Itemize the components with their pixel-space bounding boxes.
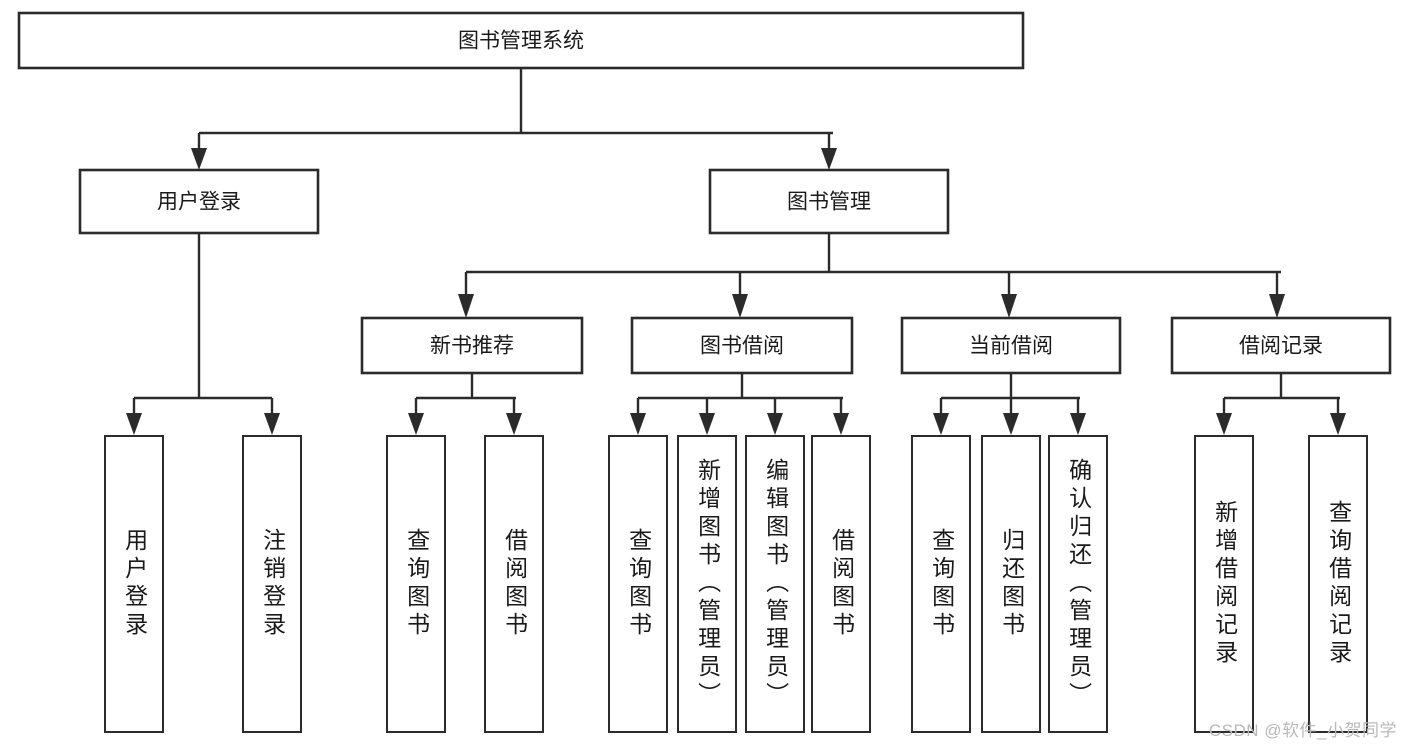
leaf-node-query-record-label: 查询借阅记录 — [1325, 500, 1352, 668]
arrow-head-icon — [1269, 294, 1285, 318]
edge-borrow-record-to-leaves — [1216, 373, 1346, 435]
edge-new-book-recommend-to-leaves — [408, 373, 522, 435]
node-current-borrow[interactable]: 当前借阅 — [900, 316, 1122, 375]
node-book-management-box[interactable] — [708, 168, 950, 235]
leaf-node-logout-login[interactable]: 注销登录 — [242, 435, 302, 733]
arrow-head-icon — [126, 413, 142, 435]
leaf-node-add-book[interactable]: 新增图书（管理员） — [677, 435, 737, 733]
arrow-head-icon — [699, 413, 715, 435]
leaf-node-add-record[interactable]: 新增借阅记录 — [1194, 435, 1254, 733]
leaf-node-confirm-return[interactable]: 确认归还（管理员） — [1048, 435, 1108, 733]
node-current-borrow-label: 当前借阅 — [969, 335, 1053, 358]
leaf-node-edit-book-label: 编辑图书（管理员） — [762, 458, 789, 710]
node-root[interactable]: 图书管理系统 — [17, 11, 1025, 70]
node-user-login-box[interactable] — [78, 168, 320, 235]
arrow-head-icon — [933, 413, 949, 435]
node-book-borrow-label: 图书借阅 — [700, 335, 784, 358]
edge-user-login-to-leaves — [126, 233, 280, 435]
node-book-borrow-box[interactable] — [630, 316, 854, 375]
leaf-node-add-record-label: 新增借阅记录 — [1211, 500, 1238, 668]
leaf-node-confirm-return-label: 确认归还（管理员） — [1065, 458, 1092, 710]
leaf-node-query-book-1[interactable]: 查询图书 — [386, 435, 446, 733]
leaf-node-logout-login-label: 注销登录 — [259, 528, 286, 640]
arrow-head-icon — [833, 413, 849, 435]
node-new-book-recommend-box[interactable] — [360, 316, 584, 375]
arrow-head-icon — [821, 148, 837, 170]
leaf-node-borrow-book-2[interactable]: 借阅图书 — [811, 435, 871, 733]
arrow-head-icon — [767, 413, 783, 435]
node-borrow-record[interactable]: 借阅记录 — [1170, 316, 1392, 375]
node-book-borrow[interactable]: 图书借阅 — [630, 316, 854, 375]
node-book-management[interactable]: 图书管理 — [708, 168, 950, 235]
arrow-head-icon — [1216, 413, 1232, 435]
edge-root-to-level2 — [191, 68, 837, 170]
leaf-node-query-book-1-label: 查询图书 — [403, 528, 430, 640]
node-root-box[interactable] — [17, 11, 1025, 70]
arrow-head-icon — [191, 148, 207, 170]
leaf-node-query-book-2-label: 查询图书 — [625, 528, 652, 640]
leaf-node-query-record[interactable]: 查询借阅记录 — [1308, 435, 1368, 733]
node-user-login-label: 用户登录 — [157, 191, 241, 214]
node-root-label: 图书管理系统 — [458, 30, 584, 53]
arrow-head-icon — [1003, 413, 1019, 435]
leaf-node-query-book-3[interactable]: 查询图书 — [911, 435, 971, 733]
node-new-book-recommend[interactable]: 新书推荐 — [360, 316, 584, 375]
leaf-node-add-book-label: 新增图书（管理员） — [694, 458, 721, 710]
node-new-book-recommend-label: 新书推荐 — [430, 335, 514, 358]
leaf-node-borrow-book-1[interactable]: 借阅图书 — [484, 435, 544, 733]
leaf-node-return-book-label: 归还图书 — [998, 528, 1025, 640]
arrow-head-icon — [408, 413, 424, 435]
leaf-node-query-book-2[interactable]: 查询图书 — [608, 435, 668, 733]
edge-current-borrow-to-leaves — [933, 373, 1086, 435]
arrow-head-icon — [1001, 294, 1017, 318]
arrow-head-icon — [630, 413, 646, 435]
leaf-node-return-book[interactable]: 归还图书 — [981, 435, 1041, 733]
leaf-node-borrow-book-2-label: 借阅图书 — [828, 528, 855, 640]
leaf-node-borrow-book-1-label: 借阅图书 — [501, 528, 528, 640]
node-borrow-record-label: 借阅记录 — [1239, 335, 1323, 358]
arrow-head-icon — [458, 294, 474, 318]
leaf-node-user-login-label: 用户登录 — [121, 528, 148, 640]
edge-book-management-to-level3 — [458, 233, 1285, 318]
arrow-head-icon — [264, 413, 280, 435]
edge-book-borrow-to-leaves — [630, 373, 849, 435]
leaf-node-query-book-3-label: 查询图书 — [928, 528, 955, 640]
arrow-head-icon — [732, 294, 748, 318]
arrow-head-icon — [1070, 413, 1086, 435]
leaf-node-edit-book[interactable]: 编辑图书（管理员） — [745, 435, 805, 733]
node-book-management-label: 图书管理 — [787, 191, 871, 214]
arrow-head-icon — [506, 413, 522, 435]
leaf-node-user-login[interactable]: 用户登录 — [104, 435, 164, 733]
arrow-head-icon — [1330, 413, 1346, 435]
node-user-login[interactable]: 用户登录 — [78, 168, 320, 235]
node-borrow-record-box[interactable] — [1170, 316, 1392, 375]
